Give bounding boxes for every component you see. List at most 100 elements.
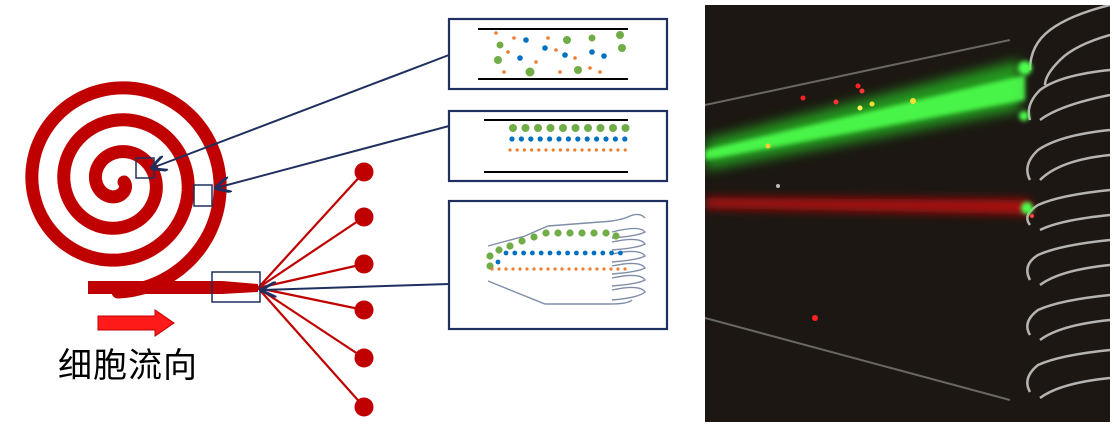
particle-large xyxy=(609,124,617,132)
particle-small xyxy=(573,148,577,152)
particle xyxy=(496,41,504,49)
particle xyxy=(542,45,548,51)
branch-line xyxy=(257,262,365,290)
particle-medium xyxy=(584,136,590,142)
particle-medium xyxy=(603,136,609,142)
particle-small xyxy=(522,148,527,152)
particle-small xyxy=(537,148,541,152)
connector-arrow-mid xyxy=(216,125,450,188)
particle xyxy=(558,70,562,74)
particle-medium xyxy=(582,250,588,256)
particle-medium xyxy=(565,136,572,142)
particle-medium xyxy=(537,136,543,142)
spiral-channel xyxy=(25,81,227,299)
particle-medium xyxy=(600,250,606,256)
right-arrow-icon xyxy=(97,309,175,337)
outlet-circle-icon xyxy=(354,300,374,320)
particle-small xyxy=(566,148,570,152)
expansion-marker xyxy=(211,271,261,303)
spiral-mid-marker xyxy=(193,184,213,207)
particle-medium xyxy=(594,136,600,142)
particle-large xyxy=(554,229,562,237)
outlet-circle-icon xyxy=(354,207,374,227)
particle xyxy=(563,36,571,44)
inset-mid xyxy=(447,109,669,183)
flow-direction-caption: 细胞流向 xyxy=(58,346,198,386)
particle-medium xyxy=(591,250,597,256)
particle-medium xyxy=(495,259,501,265)
particle-small xyxy=(623,148,627,152)
particle-small xyxy=(539,267,543,271)
outlet-circle-icon xyxy=(354,162,374,182)
particle-large xyxy=(571,124,580,132)
particle xyxy=(573,56,577,60)
particle-small xyxy=(490,267,494,271)
particle-large xyxy=(542,229,550,237)
particle-small xyxy=(504,267,508,271)
inset-outlet xyxy=(447,199,669,331)
particle-medium xyxy=(530,250,535,256)
particle-medium xyxy=(612,136,619,142)
particle xyxy=(525,67,535,77)
particle xyxy=(562,52,568,58)
particle-large xyxy=(521,124,530,132)
expansion-chamber xyxy=(212,281,258,294)
particle-small xyxy=(574,267,578,271)
branch-line xyxy=(257,287,365,408)
particle-small xyxy=(497,267,501,271)
outlet-circle-icon xyxy=(354,254,374,274)
branch-line xyxy=(257,287,365,359)
particle-large xyxy=(559,124,567,132)
particle-medium xyxy=(547,136,553,142)
particle-large xyxy=(590,229,598,237)
particle-small xyxy=(595,267,599,271)
particle-medium xyxy=(512,250,518,256)
particle-small xyxy=(518,267,522,271)
particle-small xyxy=(558,148,563,152)
particle-large xyxy=(612,232,620,240)
particle xyxy=(589,49,595,55)
outlet-circle-icon xyxy=(354,397,374,417)
particle-large xyxy=(596,124,605,132)
particle-small xyxy=(530,148,534,152)
particle-medium xyxy=(556,136,562,142)
particle xyxy=(616,31,624,39)
particle-small xyxy=(553,267,557,271)
particle-small xyxy=(623,267,627,271)
spiral-path xyxy=(25,81,227,299)
particle-small xyxy=(609,148,613,152)
outlet-circle-icon xyxy=(354,348,374,368)
particle xyxy=(502,70,506,74)
particle-small xyxy=(551,148,555,152)
particle-small xyxy=(580,148,584,152)
branch-line xyxy=(257,171,365,289)
particle-medium xyxy=(509,136,515,142)
particle-large xyxy=(546,124,555,132)
particle xyxy=(494,56,502,64)
particle-small xyxy=(515,148,519,152)
particle xyxy=(534,60,538,64)
particle xyxy=(546,36,550,40)
particle-small xyxy=(511,267,515,271)
fluorescence-micrograph xyxy=(705,5,1110,422)
particle-small xyxy=(560,267,564,271)
particle-medium xyxy=(547,250,553,256)
particle-medium xyxy=(622,136,628,142)
particle xyxy=(618,44,626,52)
particle xyxy=(588,66,592,70)
particle-large xyxy=(506,242,514,250)
particle-small xyxy=(587,148,591,152)
particle-small xyxy=(567,267,571,271)
particle-medium xyxy=(575,136,581,142)
particle xyxy=(512,36,516,40)
particle-large xyxy=(534,124,542,132)
particle-small xyxy=(602,148,606,152)
particle-small xyxy=(508,148,512,152)
particle-large xyxy=(486,252,494,260)
particle-small xyxy=(594,148,599,152)
particle xyxy=(506,50,510,54)
particle-medium xyxy=(574,250,579,256)
particle-small xyxy=(532,267,536,271)
particle-large xyxy=(578,229,586,237)
